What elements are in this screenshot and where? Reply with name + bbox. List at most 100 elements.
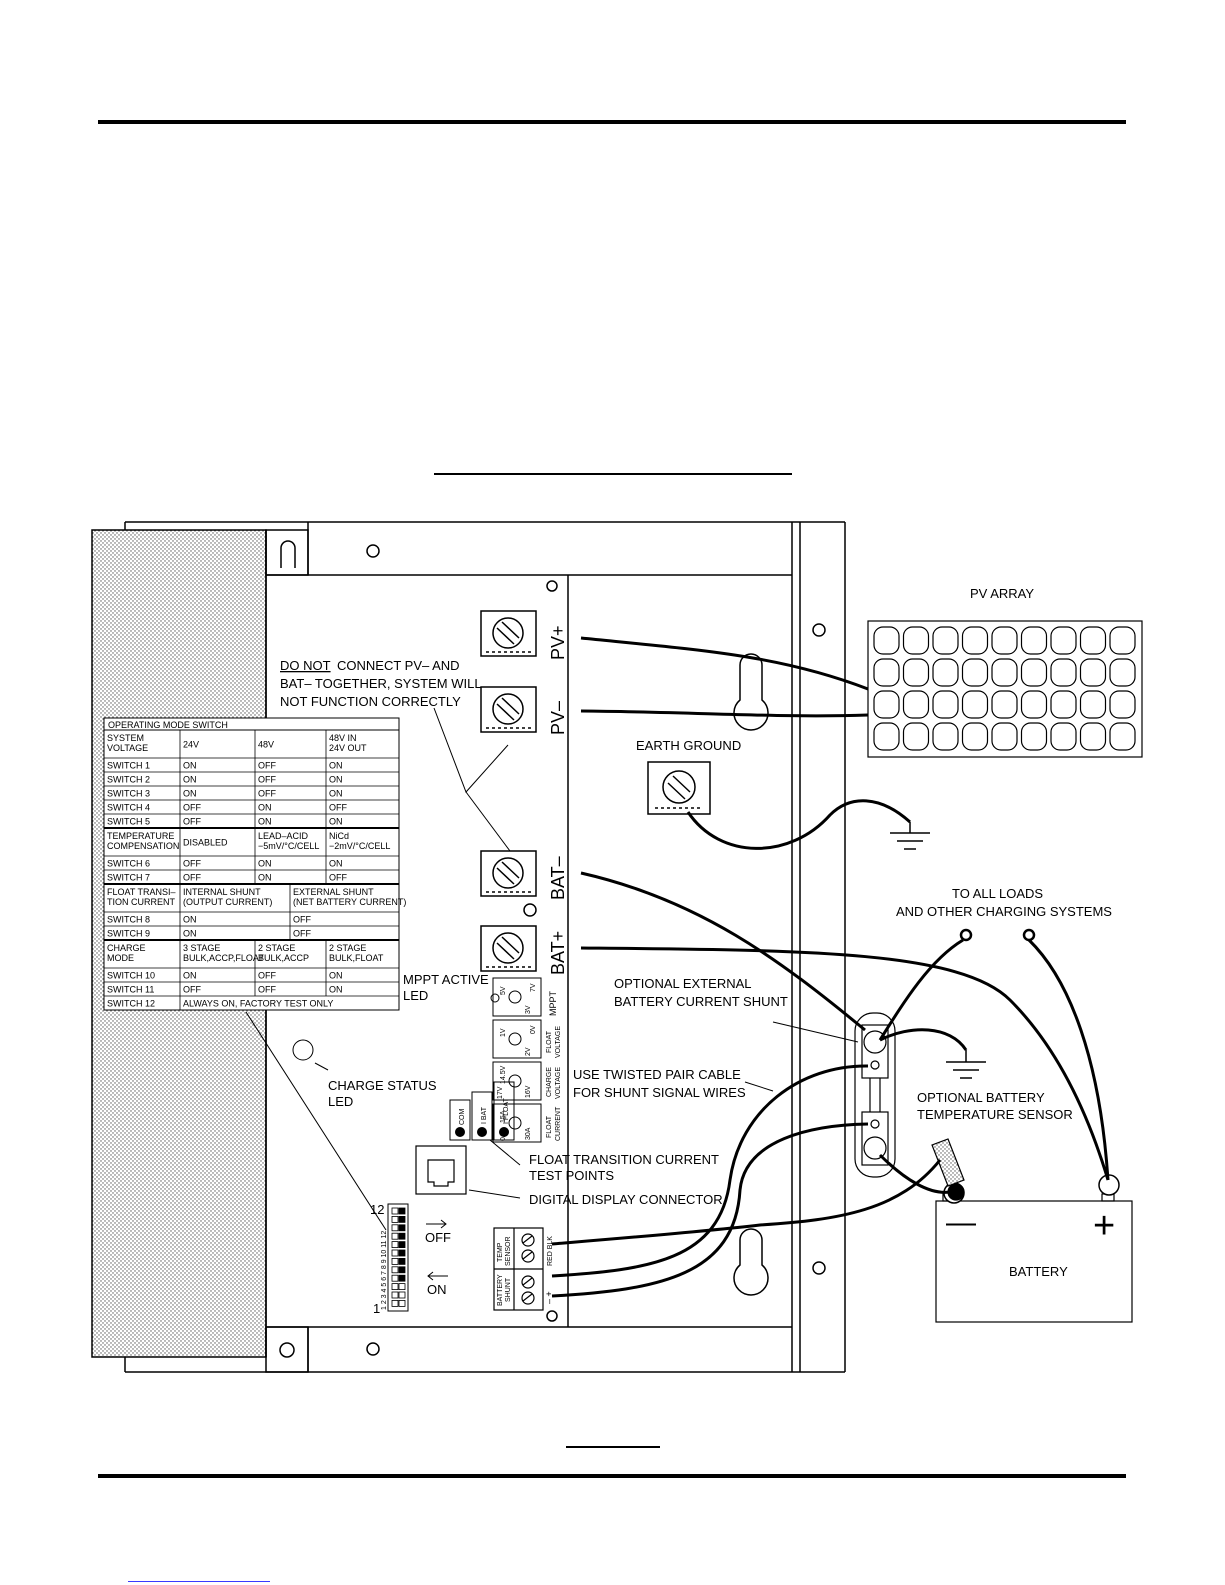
- pot-float-current: [492, 1103, 542, 1143]
- switch-table-cell: ON: [329, 789, 343, 799]
- switch-table-cell: MODE: [107, 953, 134, 963]
- pot-float-voltage-value-1: 1V: [500, 1028, 507, 1037]
- switch-table-cell: DISABLED: [183, 838, 228, 848]
- switch-table-cell: (NET BATTERY CURRENT): [293, 897, 406, 907]
- temp-sensor-line-2: TEMPERATURE SENSOR: [917, 1107, 1073, 1122]
- pv-cell: [932, 658, 959, 687]
- load-terminal-2: [1022, 928, 1036, 942]
- switch-table-cell: BULK,ACCP: [258, 953, 309, 963]
- pv-cell: [902, 658, 930, 687]
- temp-sensor-line-1: OPTIONAL BATTERY: [917, 1090, 1045, 1105]
- switch-table-cell: OFF: [258, 761, 276, 771]
- pv-cell: [1079, 722, 1107, 751]
- shunt-line-2: BATTERY CURRENT SHUNT: [614, 994, 788, 1009]
- dip-slot-state: [398, 1232, 406, 1240]
- sensor-shunt-terminal: [493, 1227, 544, 1311]
- switch-table-cell: INTERNAL SHUNT: [183, 887, 261, 897]
- switch-table-cell: ON: [258, 859, 272, 869]
- mppt-active-led: [490, 993, 500, 1003]
- pv-cell: [902, 690, 930, 719]
- switch-table-cell: 24V: [183, 740, 199, 750]
- terminal-pv-minus: [480, 686, 537, 733]
- switch-table-cell: OFF: [258, 789, 276, 799]
- pv-cell: [1109, 658, 1136, 687]
- warning-line-3: NOT FUNCTION CORRECTLY: [280, 694, 461, 709]
- dip-slot-state: [398, 1258, 406, 1265]
- switch-table-cell: SYSTEM: [107, 733, 144, 743]
- switch-table-cell: ON: [329, 761, 343, 771]
- minus-plus-label: – +: [544, 1291, 554, 1304]
- figure-underline: [566, 1446, 660, 1448]
- switch-table-cell: SWITCH 5: [107, 817, 150, 827]
- pv-cell: [1020, 722, 1048, 751]
- digital-display-connector: [415, 1145, 467, 1195]
- dip-numbers: 1 2 3 4 5 6 7 8 9 10 11 12: [381, 1231, 388, 1310]
- dip-slot-state: [398, 1249, 406, 1257]
- dip-slot: [391, 1258, 399, 1265]
- switch-table-cell: EXTERNAL SHUNT: [293, 887, 374, 897]
- dip-bottom-label: 1: [373, 1301, 380, 1316]
- switch-table-cell: OFF: [329, 803, 347, 813]
- bat-plus-label: BAT+: [548, 931, 568, 975]
- bat-minus-label: BAT–: [548, 856, 568, 900]
- switch-table-cell: 24V OUT: [329, 743, 367, 753]
- to-all-loads-line-1: TO ALL LOADS: [952, 886, 1043, 901]
- switch-table-cell: ON: [329, 859, 343, 869]
- switch-table-cell: 2 STAGE: [329, 943, 366, 953]
- dip-slot-state: [398, 1300, 406, 1307]
- external-shunt: [854, 1012, 896, 1178]
- dip-slot-state: [398, 1283, 406, 1290]
- switch-table-cell: ON: [258, 873, 272, 883]
- mppt-led-line-2: LED: [403, 988, 428, 1003]
- pv-cell: [873, 722, 900, 751]
- dip-slot: [391, 1249, 399, 1257]
- switch-table-cell: NiCd: [329, 831, 349, 841]
- pv-plus-label: PV+: [548, 625, 568, 660]
- mppt-led-line-1: MPPT ACTIVE: [403, 972, 489, 987]
- switch-table-cell: BULK,ACCP,FLOAT: [183, 953, 264, 963]
- pv-cell: [932, 690, 959, 719]
- footer-link-underline: [128, 1581, 270, 1582]
- dip-slot: [391, 1283, 399, 1290]
- switch-table-cell: OFF: [183, 985, 201, 995]
- switch-table-cell: 3 STAGE: [183, 943, 220, 953]
- switch-table-cell: SWITCH 2: [107, 775, 150, 785]
- terminal-earth-ground: [647, 761, 711, 815]
- switch-table-cell: ON: [183, 789, 197, 799]
- charge-status-line-1: CHARGE STATUS: [328, 1078, 437, 1093]
- switch-table-cell: OFF: [183, 817, 201, 827]
- switch-table-cell: (OUTPUT CURRENT): [183, 897, 272, 907]
- pv-cell: [932, 626, 959, 655]
- float-test-points: [449, 1081, 515, 1141]
- dip-slot: [391, 1274, 399, 1282]
- off-arrow-icon: [426, 1219, 447, 1229]
- pot-float-voltage-label-1: FLOAT: [546, 1030, 553, 1053]
- pot-float-voltage-value-3: 2V: [525, 1047, 532, 1056]
- switch-table-cell: OFF: [258, 775, 276, 785]
- pot-mppt-value-2: 7V: [530, 983, 537, 992]
- switch-table-cell: ON: [329, 775, 343, 785]
- pv-cell: [1050, 626, 1077, 655]
- switch-table-cell: ALWAYS ON, FACTORY TEST ONLY: [183, 999, 333, 1009]
- pv-cell: [991, 690, 1018, 719]
- shunt-ground-icon: [946, 1050, 986, 1079]
- pot-float-current-value-1: 15A: [500, 1110, 507, 1123]
- terminal-bat-plus: [480, 925, 537, 972]
- pv-cell: [961, 722, 989, 751]
- pot-charge-voltage-value-1: 14.5V: [500, 1065, 507, 1084]
- dip-slot-state: [398, 1207, 406, 1215]
- switch-table-cell: OFF: [183, 803, 201, 813]
- pv-cell: [1050, 690, 1077, 719]
- switch-table-cell: −2mV/°C/CELL: [329, 841, 390, 851]
- on-arrow-icon: [427, 1271, 448, 1281]
- twisted-line-1: USE TWISTED PAIR CABLE: [573, 1067, 741, 1082]
- switch-table-cell: ON: [329, 985, 343, 995]
- pv-cell: [1079, 626, 1107, 655]
- on-label: ON: [427, 1282, 447, 1297]
- red-blk-label: RED BLK: [547, 1236, 554, 1266]
- switch-table-cell: SWITCH 9: [107, 929, 150, 939]
- pv-cell: [1050, 658, 1077, 687]
- switch-table-frame: [103, 717, 400, 1011]
